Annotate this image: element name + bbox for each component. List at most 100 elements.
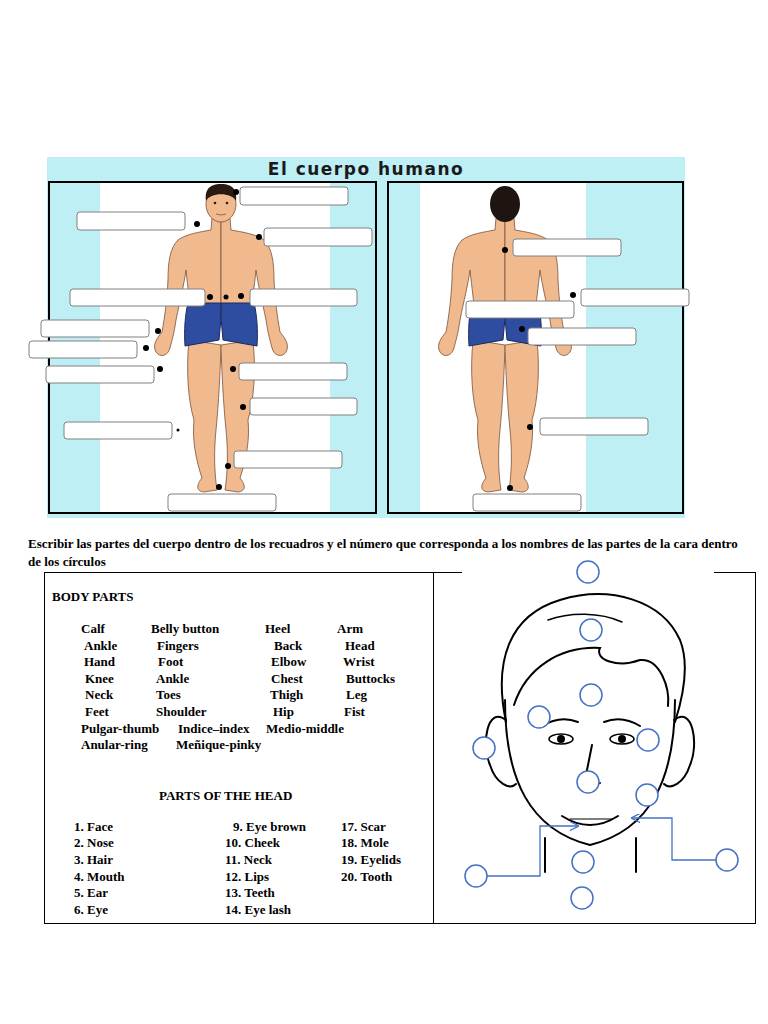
front-hair — [206, 184, 237, 201]
word-item: 3. Hair — [74, 852, 113, 868]
word-item: Meñique-pinky — [176, 737, 261, 753]
mouth — [562, 816, 618, 825]
neck-line — [544, 838, 546, 872]
word-item: Back — [274, 638, 302, 654]
front-mouth — [216, 214, 226, 215]
word-item: Fist — [344, 704, 365, 720]
pointer-dot — [194, 221, 200, 227]
pointer-dot — [225, 463, 231, 469]
section-heading: PARTS OF THE HEAD — [159, 788, 292, 804]
back-body-right — [505, 218, 571, 492]
answer-box — [41, 320, 149, 337]
ear — [664, 717, 694, 787]
word-item: Foot — [158, 654, 183, 670]
word-item: Belly button — [151, 621, 219, 637]
answer-box — [540, 418, 648, 435]
table-border — [755, 572, 756, 924]
word-item: Arm — [337, 621, 363, 637]
word-item: Ankle — [84, 638, 117, 654]
word-item: Elbow — [271, 654, 306, 670]
pointer-dot — [570, 292, 576, 298]
pointer-dot — [507, 485, 513, 491]
word-item: 11. Neck — [225, 852, 272, 868]
pointer-dot — [216, 484, 222, 490]
pointer-dot — [519, 326, 525, 332]
neck-line — [635, 838, 637, 872]
front-body-left — [155, 218, 221, 492]
answer-circle — [528, 706, 550, 728]
word-item: 20. Tooth — [341, 869, 392, 885]
pointer-dot — [238, 293, 244, 299]
answer-boxes — [29, 187, 689, 511]
answer-box — [64, 422, 172, 439]
word-item: 12. Lips — [225, 869, 269, 885]
word-item: 17. Scar — [341, 819, 386, 835]
word-item: 6. Eye — [74, 902, 108, 918]
answer-circle — [571, 887, 593, 909]
word-item: Indice–index — [178, 721, 250, 737]
pupil — [558, 736, 564, 742]
hair-line — [514, 648, 668, 706]
answer-box — [234, 451, 342, 468]
section-heading: BODY PARTS — [52, 589, 134, 605]
answer-box — [168, 494, 276, 511]
word-bank-box: BODY PARTSCalfBelly buttonHeelArmAnkleFi… — [44, 572, 434, 924]
pointer-dot — [143, 345, 149, 351]
pointer-arrow — [487, 826, 578, 876]
front-eye — [226, 202, 229, 205]
answer-circle — [473, 737, 495, 759]
answer-box — [250, 398, 357, 415]
word-item: Calf — [81, 621, 105, 637]
pointer-dot — [207, 294, 213, 300]
word-item: Knee — [85, 671, 114, 687]
answer-circle — [637, 729, 659, 751]
table-border — [434, 923, 756, 924]
word-item: Hip — [273, 704, 294, 720]
word-item: Buttocks — [346, 671, 395, 687]
word-item: 1. Face — [74, 819, 113, 835]
word-item: Heel — [265, 621, 290, 637]
word-item: 9. Eye brown — [233, 819, 306, 835]
answer-box — [466, 301, 574, 318]
pointer-dots — [143, 189, 576, 491]
eye — [610, 734, 634, 744]
word-item: Head — [345, 638, 375, 654]
answer-circle — [580, 684, 602, 706]
word-item: Neck — [85, 687, 113, 703]
pointer-dot — [177, 429, 180, 432]
eyebrow — [604, 719, 640, 726]
word-item: Ankle — [156, 671, 189, 687]
word-item: Hand — [84, 654, 115, 670]
pointer-dot — [527, 424, 533, 430]
pointer-dot — [256, 234, 262, 240]
pupil — [619, 736, 625, 742]
page-title: El cuerpo humano — [47, 158, 685, 180]
word-item: 13. Teeth — [225, 885, 275, 901]
word-item: Wrist — [343, 654, 375, 670]
hair-outline — [502, 594, 685, 722]
pointer-dot — [155, 328, 161, 334]
face-drawing — [486, 594, 694, 872]
answer-circle — [636, 784, 658, 806]
instruction-text: Escribir las partes del cuerpo dentro de… — [28, 535, 740, 571]
pointer-arrow — [632, 818, 716, 860]
table-border — [714, 572, 756, 573]
back-panel — [388, 182, 683, 513]
word-item: 10. Cheek — [225, 835, 280, 851]
answer-box — [528, 328, 636, 345]
back-panel-band — [420, 183, 586, 512]
word-item: Fingers — [157, 638, 199, 654]
answer-circles — [465, 561, 738, 909]
word-item: 4. Mouth — [74, 869, 125, 885]
answer-box — [70, 289, 205, 306]
answer-circle — [465, 865, 487, 887]
word-item: 14. Eye lash — [225, 902, 291, 918]
answer-box — [46, 366, 154, 383]
word-item: Medio-middle — [266, 721, 344, 737]
answer-box — [513, 239, 621, 256]
word-item: 19. Eyelids — [341, 852, 401, 868]
pointer-dot — [502, 247, 508, 253]
pointer-dot — [157, 366, 163, 372]
answer-box — [239, 363, 347, 380]
word-item: Thigh — [270, 687, 303, 703]
